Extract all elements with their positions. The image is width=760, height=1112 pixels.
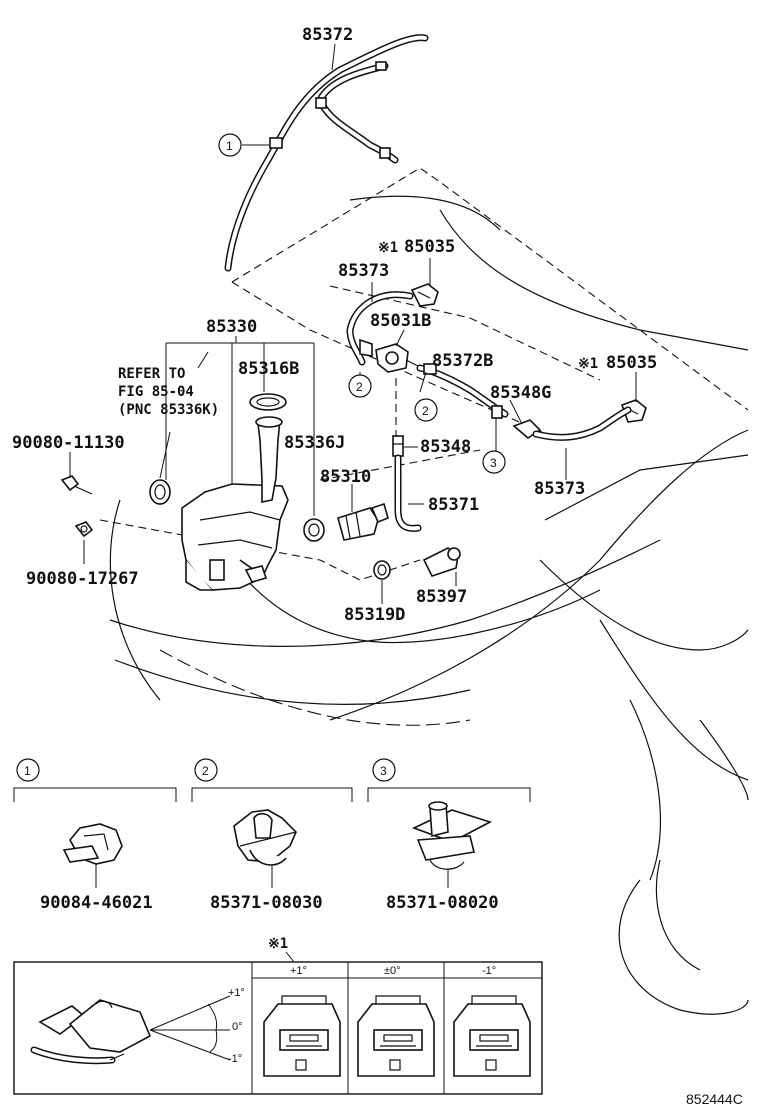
nozzle-view-plus (263, 995, 341, 1077)
svg-text:3: 3 (490, 456, 497, 470)
label-85310: 85310 (320, 467, 371, 487)
clip-detail-2: 2 85371-08030 (191, 758, 353, 913)
washer-hose-85372 (224, 34, 429, 272)
angle-header-zero: ±0° (384, 965, 401, 977)
fan-label-zero: 0° (232, 1021, 243, 1033)
grommet-85336j (303, 518, 325, 542)
fan-label-plus: +1° (228, 987, 245, 999)
washer-hose-85373-right (532, 406, 632, 441)
svg-text:1: 1 (226, 139, 233, 153)
label-85371-08020: 85371-08020 (386, 893, 499, 913)
label-90084-46021: 90084-46021 (40, 893, 153, 913)
grommet-85336k (149, 479, 171, 505)
nozzle-angle-inset: ※1 +1° ±0° -1° +1° 0° -1° (13, 936, 543, 1095)
label-85397: 85397 (416, 587, 467, 607)
washer-hose-85371 (394, 454, 422, 532)
clip-detail-1: 1 90084-46021 (13, 758, 177, 913)
label-85031b: 85031B (370, 311, 431, 331)
label-85371: 85371 (428, 495, 479, 515)
label-85348g: 85348G (490, 383, 551, 403)
washer-hose-85372b (416, 363, 509, 419)
label-85372b: 85372B (432, 351, 493, 371)
label-85348: 85348 (420, 437, 471, 457)
label-90080-11130: 90080-11130 (12, 433, 125, 453)
label-85330: 85330 (206, 317, 257, 337)
label-85316b: 85316B (238, 359, 299, 379)
svg-text:3: 3 (380, 764, 387, 778)
level-sensor-85397 (422, 547, 461, 577)
grommet-85319d (373, 560, 391, 580)
refer-line-3: (PNC 85336K) (118, 402, 219, 418)
check-valve-85031b (359, 338, 419, 373)
label-85035: 85035 (404, 237, 455, 257)
label-85336j: 85336J (284, 433, 345, 453)
svg-text:2: 2 (422, 404, 429, 418)
inset-mark: ※1 (268, 936, 288, 952)
callout-3-main: 3 (482, 450, 506, 474)
clip-detail-3: 3 85371-08020 (367, 758, 531, 913)
nozzle-view-minus (453, 995, 531, 1077)
label-85319d: 85319D (344, 605, 405, 625)
bolt-90080-11130 (60, 475, 93, 495)
vehicle-body-outline (99, 167, 749, 1015)
nozzle-view-zero (357, 995, 435, 1077)
label-85371-08030: 85371-08030 (210, 893, 323, 913)
note-mark: ※1 (578, 356, 598, 372)
label-90080-17267: 90080-17267 (26, 569, 139, 589)
washer-pump-85310 (337, 502, 389, 541)
note-mark: ※1 (378, 240, 398, 256)
angle-header-plus: +1° (290, 965, 307, 977)
callout-1-main: 1 (218, 133, 242, 157)
fan-label-minus: -1° (228, 1053, 242, 1065)
nut-90080-17267 (74, 521, 94, 538)
hose-joint-85348 (392, 435, 404, 457)
angle-header-minus: -1° (482, 965, 496, 977)
part-labels: 85372 ※1 85035 85373 85330 85031B 85372B… (12, 25, 657, 625)
diagram-code: 852444C (686, 1091, 743, 1107)
label-85373: 85373 (534, 479, 585, 499)
washer-hose-85373-left (346, 291, 414, 366)
callout-2-left: 2 (348, 374, 372, 398)
washer-reservoir-85330 (181, 416, 289, 591)
callout-2-right: 2 (414, 398, 438, 422)
label-85372: 85372 (302, 25, 353, 45)
svg-text:2: 2 (202, 764, 209, 778)
label-85035: 85035 (606, 353, 657, 373)
svg-text:1: 1 (24, 764, 31, 778)
reservoir-cap-85316b (249, 393, 287, 411)
svg-text:2: 2 (356, 380, 363, 394)
refer-line-1: REFER TO (118, 366, 185, 382)
washer-nozzle-85035-left (410, 283, 439, 307)
label-85373: 85373 (338, 261, 389, 281)
refer-line-2: FIG 85-04 (118, 384, 194, 400)
